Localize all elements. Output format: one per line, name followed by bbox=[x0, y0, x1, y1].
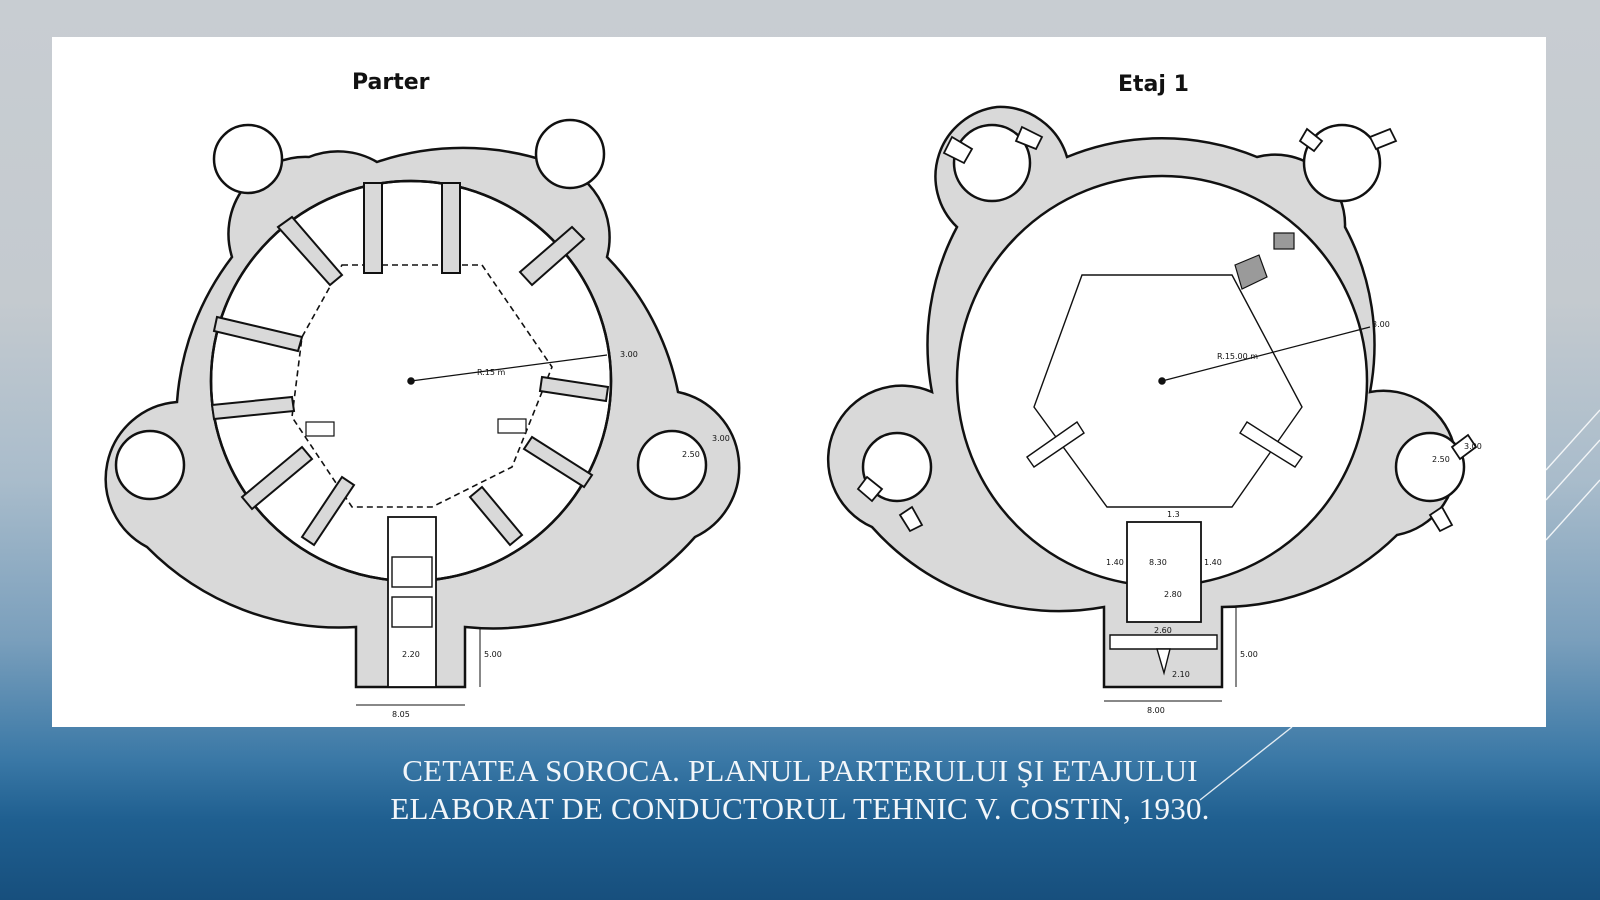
gate-depth-right: 5.00 bbox=[1240, 650, 1258, 659]
floor-plan-figure: Parter R.15 m 3.00 2.50 3.00 8.05 5.00 2… bbox=[52, 37, 1546, 727]
top-dim-right: 1.3 bbox=[1167, 510, 1180, 519]
low-dim-right: 2.10 bbox=[1172, 670, 1190, 679]
ground-floor-title: Parter bbox=[352, 70, 430, 95]
radius-label-right: R.15.00 m bbox=[1217, 352, 1258, 361]
first-floor-plan bbox=[826, 105, 1478, 702]
wall-dim-left: 3.00 bbox=[620, 350, 638, 359]
first-floor-title: Etaj 1 bbox=[1118, 72, 1189, 97]
tower-dim-right: 2.50 bbox=[1432, 455, 1450, 464]
room-depth-right: 2.80 bbox=[1164, 590, 1182, 599]
radius-label-left: R.15 m bbox=[477, 368, 506, 377]
ground-floor-plan bbox=[104, 118, 741, 706]
gate-width-left: 8.05 bbox=[392, 710, 410, 719]
caption-line-1: CETATEA SOROCA. PLANUL PARTERULUI ŞI ETA… bbox=[402, 753, 1198, 788]
small-dim-right: 2.60 bbox=[1154, 626, 1172, 635]
gate-width-right: 8.00 bbox=[1147, 706, 1165, 715]
side-left-dim: 1.40 bbox=[1106, 558, 1124, 567]
gate-inner-left: 2.20 bbox=[402, 650, 420, 659]
tower-wall-dim-right: 3.00 bbox=[1464, 442, 1482, 451]
wall-dim-right: 3.00 bbox=[1372, 320, 1390, 329]
floor-plans-svg: Parter R.15 m 3.00 2.50 3.00 8.05 5.00 2… bbox=[104, 70, 1482, 719]
tower-dim-left: 2.50 bbox=[682, 450, 700, 459]
slide-caption: CETATEA SOROCA. PLANUL PARTERULUI ŞI ETA… bbox=[0, 752, 1600, 828]
side-right-dim: 1.40 bbox=[1204, 558, 1222, 567]
room-width-right: 8.30 bbox=[1149, 558, 1167, 567]
caption-line-2: ELABORAT DE CONDUCTORUL TEHNIC V. COSTIN… bbox=[390, 791, 1210, 826]
gate-depth-left: 5.00 bbox=[484, 650, 502, 659]
tower-wall-dim-left: 3.00 bbox=[712, 434, 730, 443]
